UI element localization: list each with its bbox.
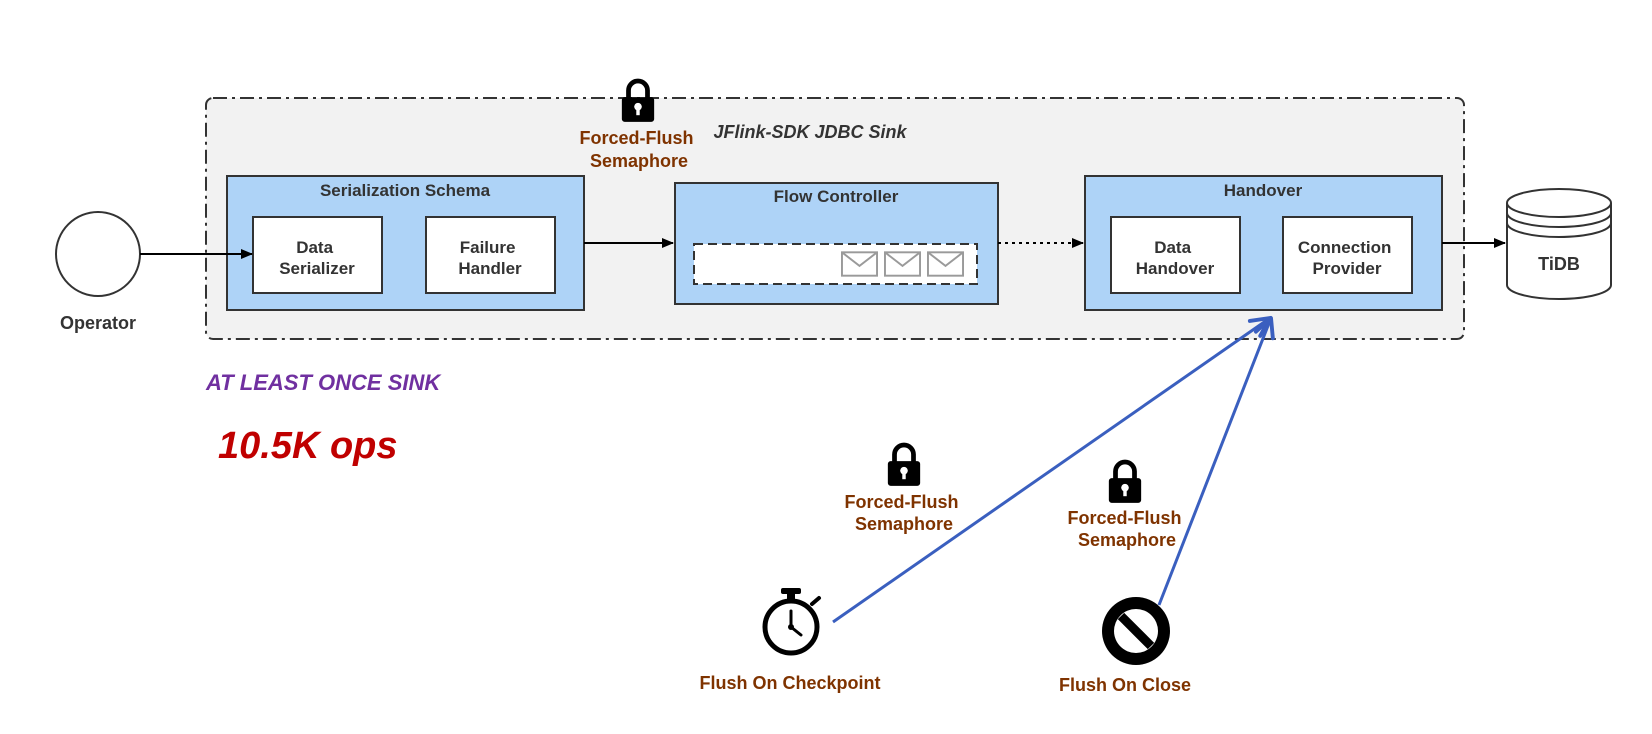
padlock-icon (888, 445, 920, 486)
handover-title: Handover (1224, 181, 1303, 200)
data-serializer-label: Data Serializer (279, 238, 355, 278)
semaphore-label-checkpoint: Forced-Flush Semaphore (844, 492, 963, 534)
operator-label: Operator (60, 313, 136, 333)
failure-handler-label: Failure Handler (458, 238, 522, 278)
semaphore-label-top: Forced-Flush Semaphore (579, 128, 698, 171)
padlock-icon (622, 81, 654, 122)
data-serializer-box (252, 216, 383, 294)
connection-provider-box (1282, 216, 1413, 294)
data-handover-box (1110, 216, 1241, 294)
padlock-icon (1109, 462, 1141, 503)
sink-mode-label: AT LEAST ONCE SINK (205, 370, 442, 395)
envelope-icon (841, 251, 878, 277)
tidb-label: TiDB (1538, 254, 1580, 274)
throughput-label: 10.5K ops (218, 425, 398, 467)
flow-controller-title: Flow Controller (774, 187, 899, 206)
prohibited-icon (1102, 597, 1170, 665)
data-handover-label: Data Handover (1136, 238, 1215, 278)
serialization-schema-title: Serialization Schema (320, 181, 491, 200)
semaphore-label-close: Forced-Flush Semaphore (1067, 508, 1186, 550)
arrow-close-to-handover (1157, 316, 1275, 606)
flush-on-checkpoint-label: Flush On Checkpoint (699, 673, 880, 693)
sink-title: JFlink-SDK JDBC Sink (713, 122, 907, 142)
flush-on-close-label: Flush On Close (1059, 675, 1191, 695)
arrow-checkpoint-to-handover (832, 316, 1272, 624)
stopwatch-icon (762, 588, 821, 656)
tidb-database-icon (1506, 188, 1612, 300)
connection-provider-label: Connection Provider (1298, 238, 1396, 278)
failure-handler-box (425, 216, 556, 294)
operator-node (55, 211, 141, 297)
envelope-icon (884, 251, 921, 277)
envelope-icon (927, 251, 964, 277)
